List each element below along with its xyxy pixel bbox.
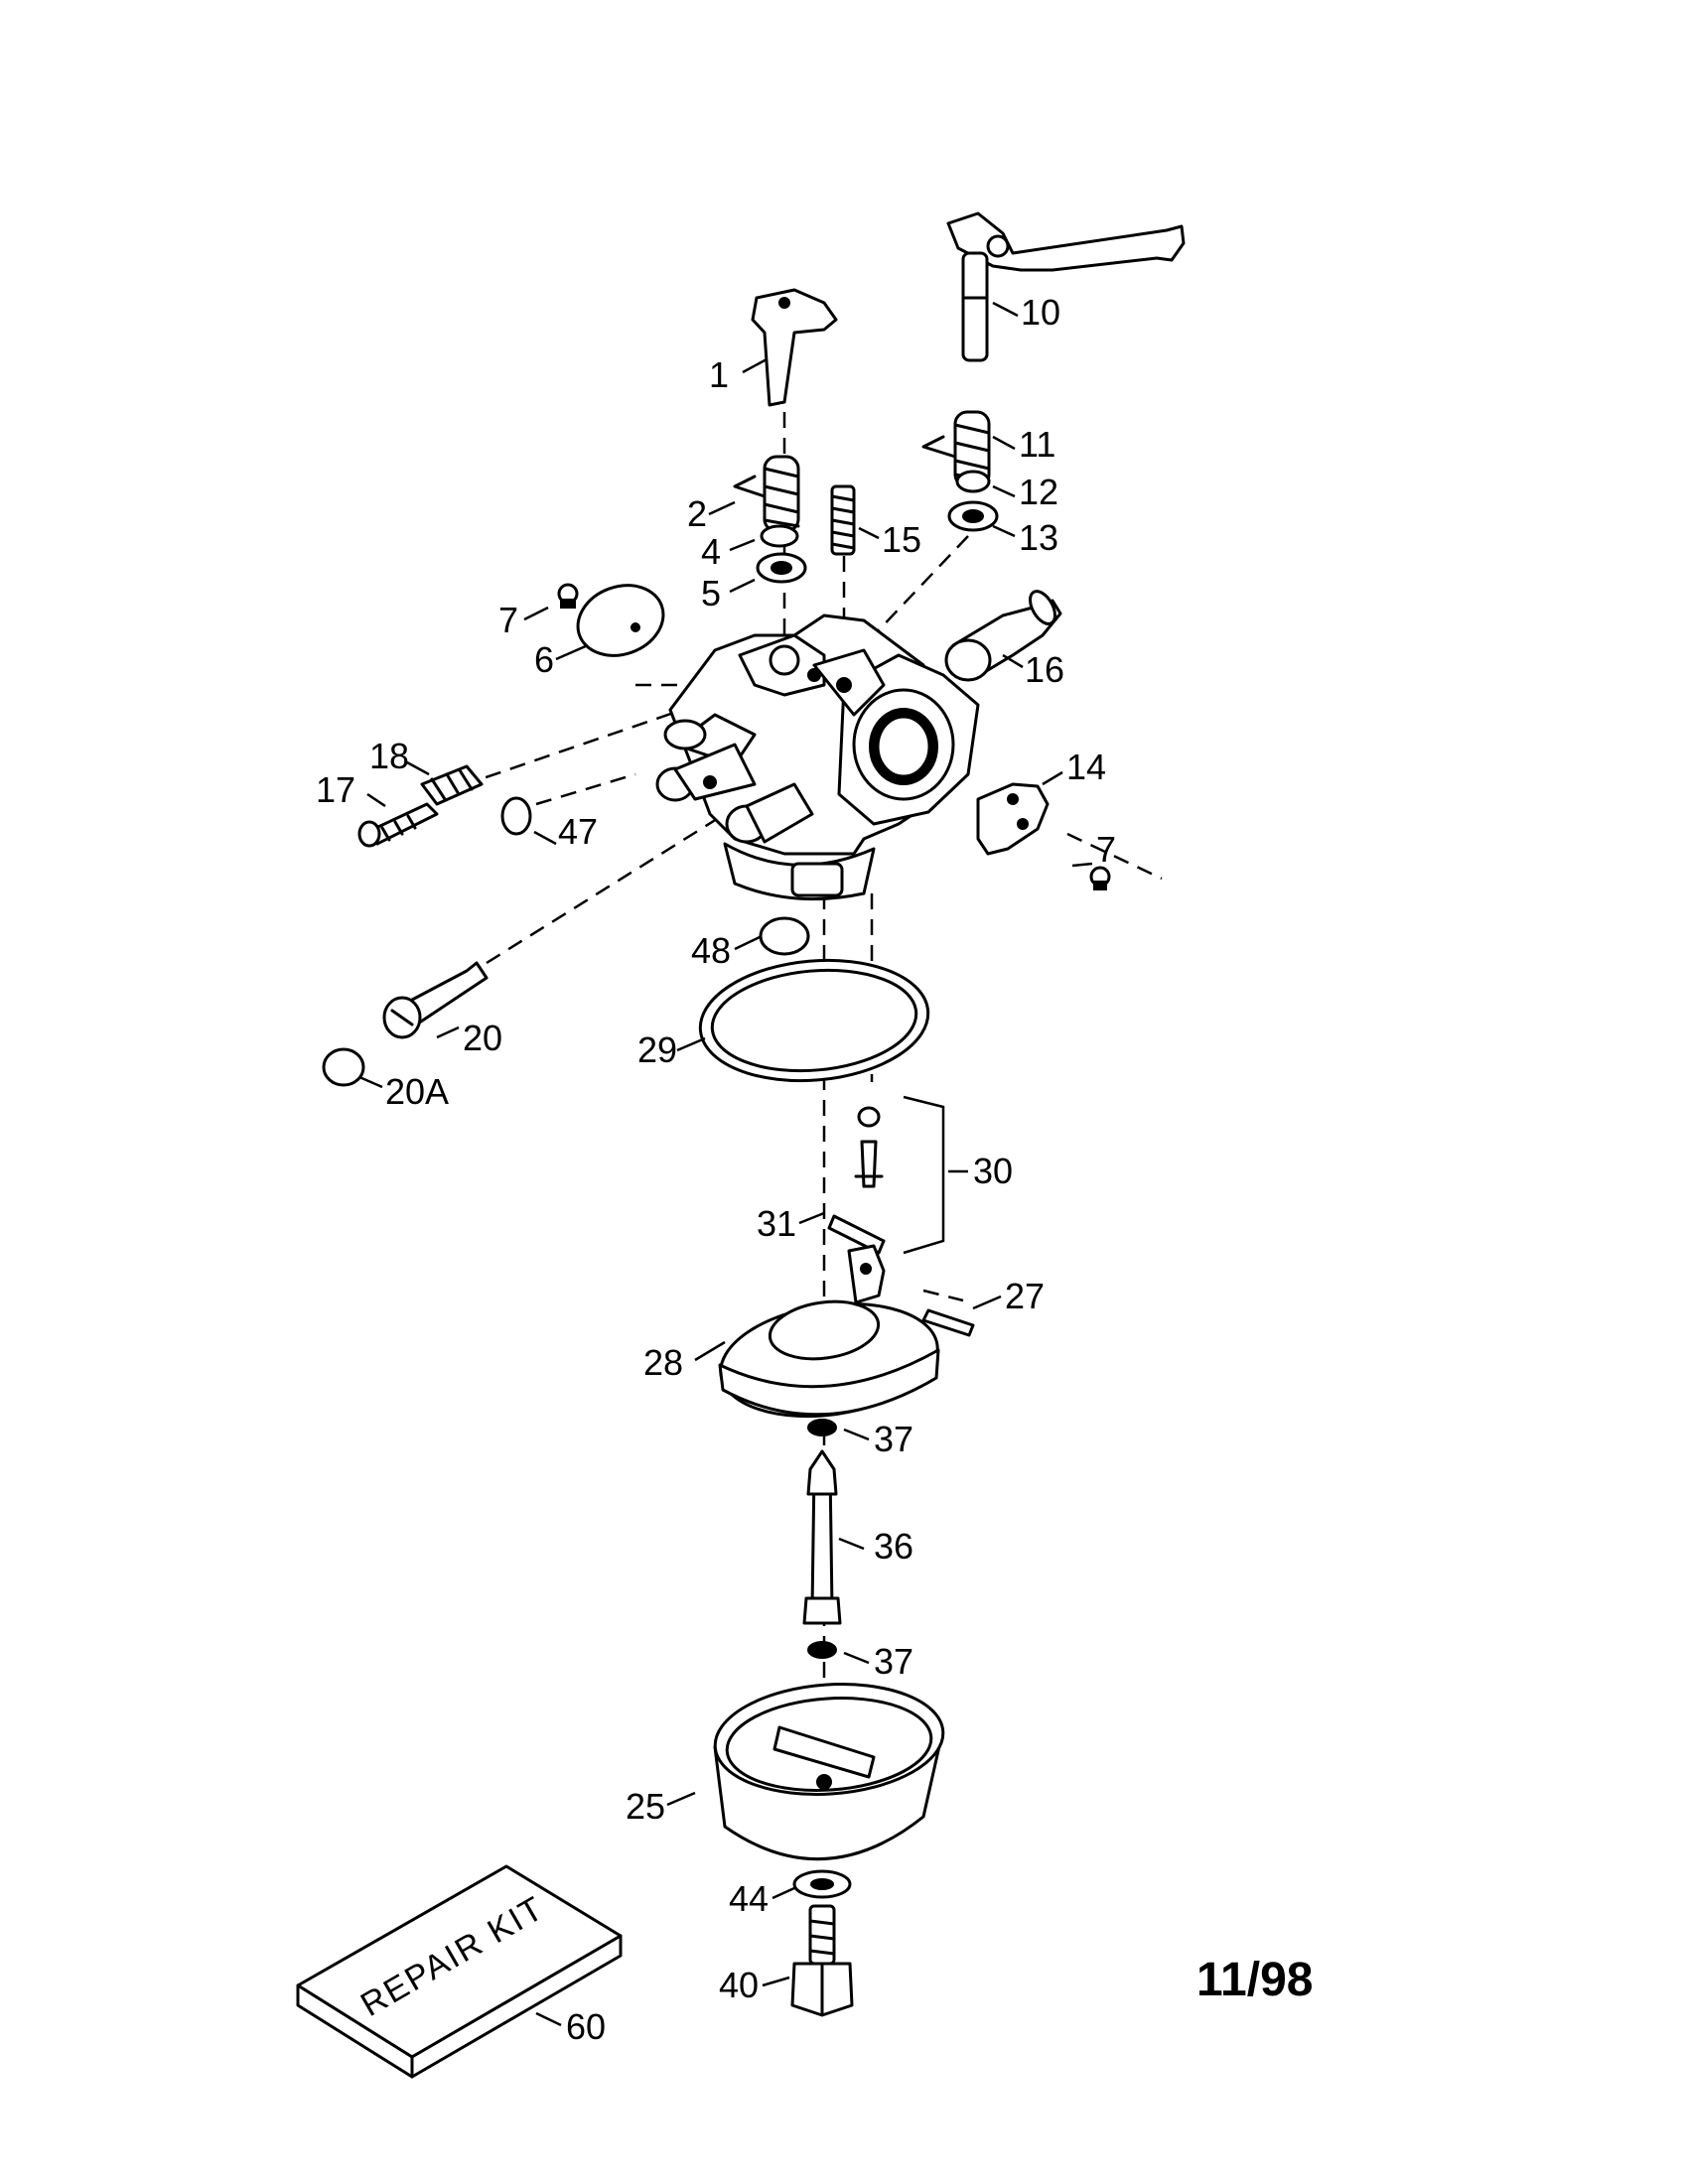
part-idle-screw (357, 764, 484, 848)
callout-15: 15 (882, 519, 921, 560)
callout-48: 48 (691, 930, 731, 971)
callout-1: 1 (709, 354, 729, 395)
callout-25: 25 (626, 1786, 665, 1827)
part-stud (830, 484, 856, 556)
callout-27: 27 (1005, 1276, 1045, 1316)
part-o-rings (500, 796, 810, 956)
callout-29: 29 (637, 1029, 677, 1070)
callout-30: 30 (973, 1151, 1013, 1191)
callout-7-lower: 7 (1096, 829, 1116, 870)
part-gasket-plate (976, 782, 1111, 890)
callout-37-upper: 37 (874, 1419, 913, 1459)
part-springs (733, 410, 991, 533)
callout-36: 36 (874, 1526, 913, 1567)
callout-20: 20 (463, 1018, 502, 1058)
callout-60: 60 (566, 2006, 606, 2047)
part-throttle-lever (946, 211, 1186, 362)
callout-11: 11 (1019, 424, 1055, 465)
callout-40: 40 (719, 1965, 759, 2005)
part-washers-and-seals (756, 470, 999, 584)
part-carburetor-body (655, 614, 980, 901)
callout-47: 47 (558, 811, 598, 852)
callout-2: 2 (687, 493, 707, 534)
callout-leader-lines (358, 301, 1093, 2027)
callout-4: 4 (701, 531, 721, 572)
callout-12: 12 (1019, 472, 1058, 512)
callout-28: 28 (643, 1342, 683, 1383)
callout-20A: 20A (385, 1071, 449, 1112)
callout-17: 17 (316, 769, 355, 810)
part-choke-lever (751, 288, 838, 407)
part-inlet-needle-assembly (827, 1095, 945, 1255)
callout-5: 5 (701, 573, 721, 614)
callout-44: 44 (729, 1878, 769, 1919)
part-bowl-nut (790, 1869, 854, 2017)
part-choke-plate (557, 583, 665, 657)
callout-6: 6 (534, 639, 554, 680)
part-float-bowl (713, 1683, 945, 1861)
part-main-jet (802, 1419, 842, 1659)
callout-7: 7 (498, 600, 518, 640)
callout-14: 14 (1066, 747, 1106, 787)
part-float (718, 1244, 975, 1419)
date-code: 11/98 (1196, 1954, 1313, 2006)
callout-18: 18 (369, 736, 409, 776)
callout-13: 13 (1019, 517, 1058, 558)
part-fuel-fitting (944, 590, 1062, 682)
callout-10: 10 (1021, 292, 1060, 333)
callout-16: 16 (1025, 649, 1064, 690)
callout-37-lower: 37 (874, 1641, 913, 1682)
part-mixture-screw (322, 961, 489, 1087)
callout-labels: 1 2 4 5 6 7 10 11 12 13 14 7 15 16 17 18… (316, 292, 1116, 2047)
part-bowl-gasket (698, 958, 930, 1083)
callout-31: 31 (757, 1203, 796, 1244)
